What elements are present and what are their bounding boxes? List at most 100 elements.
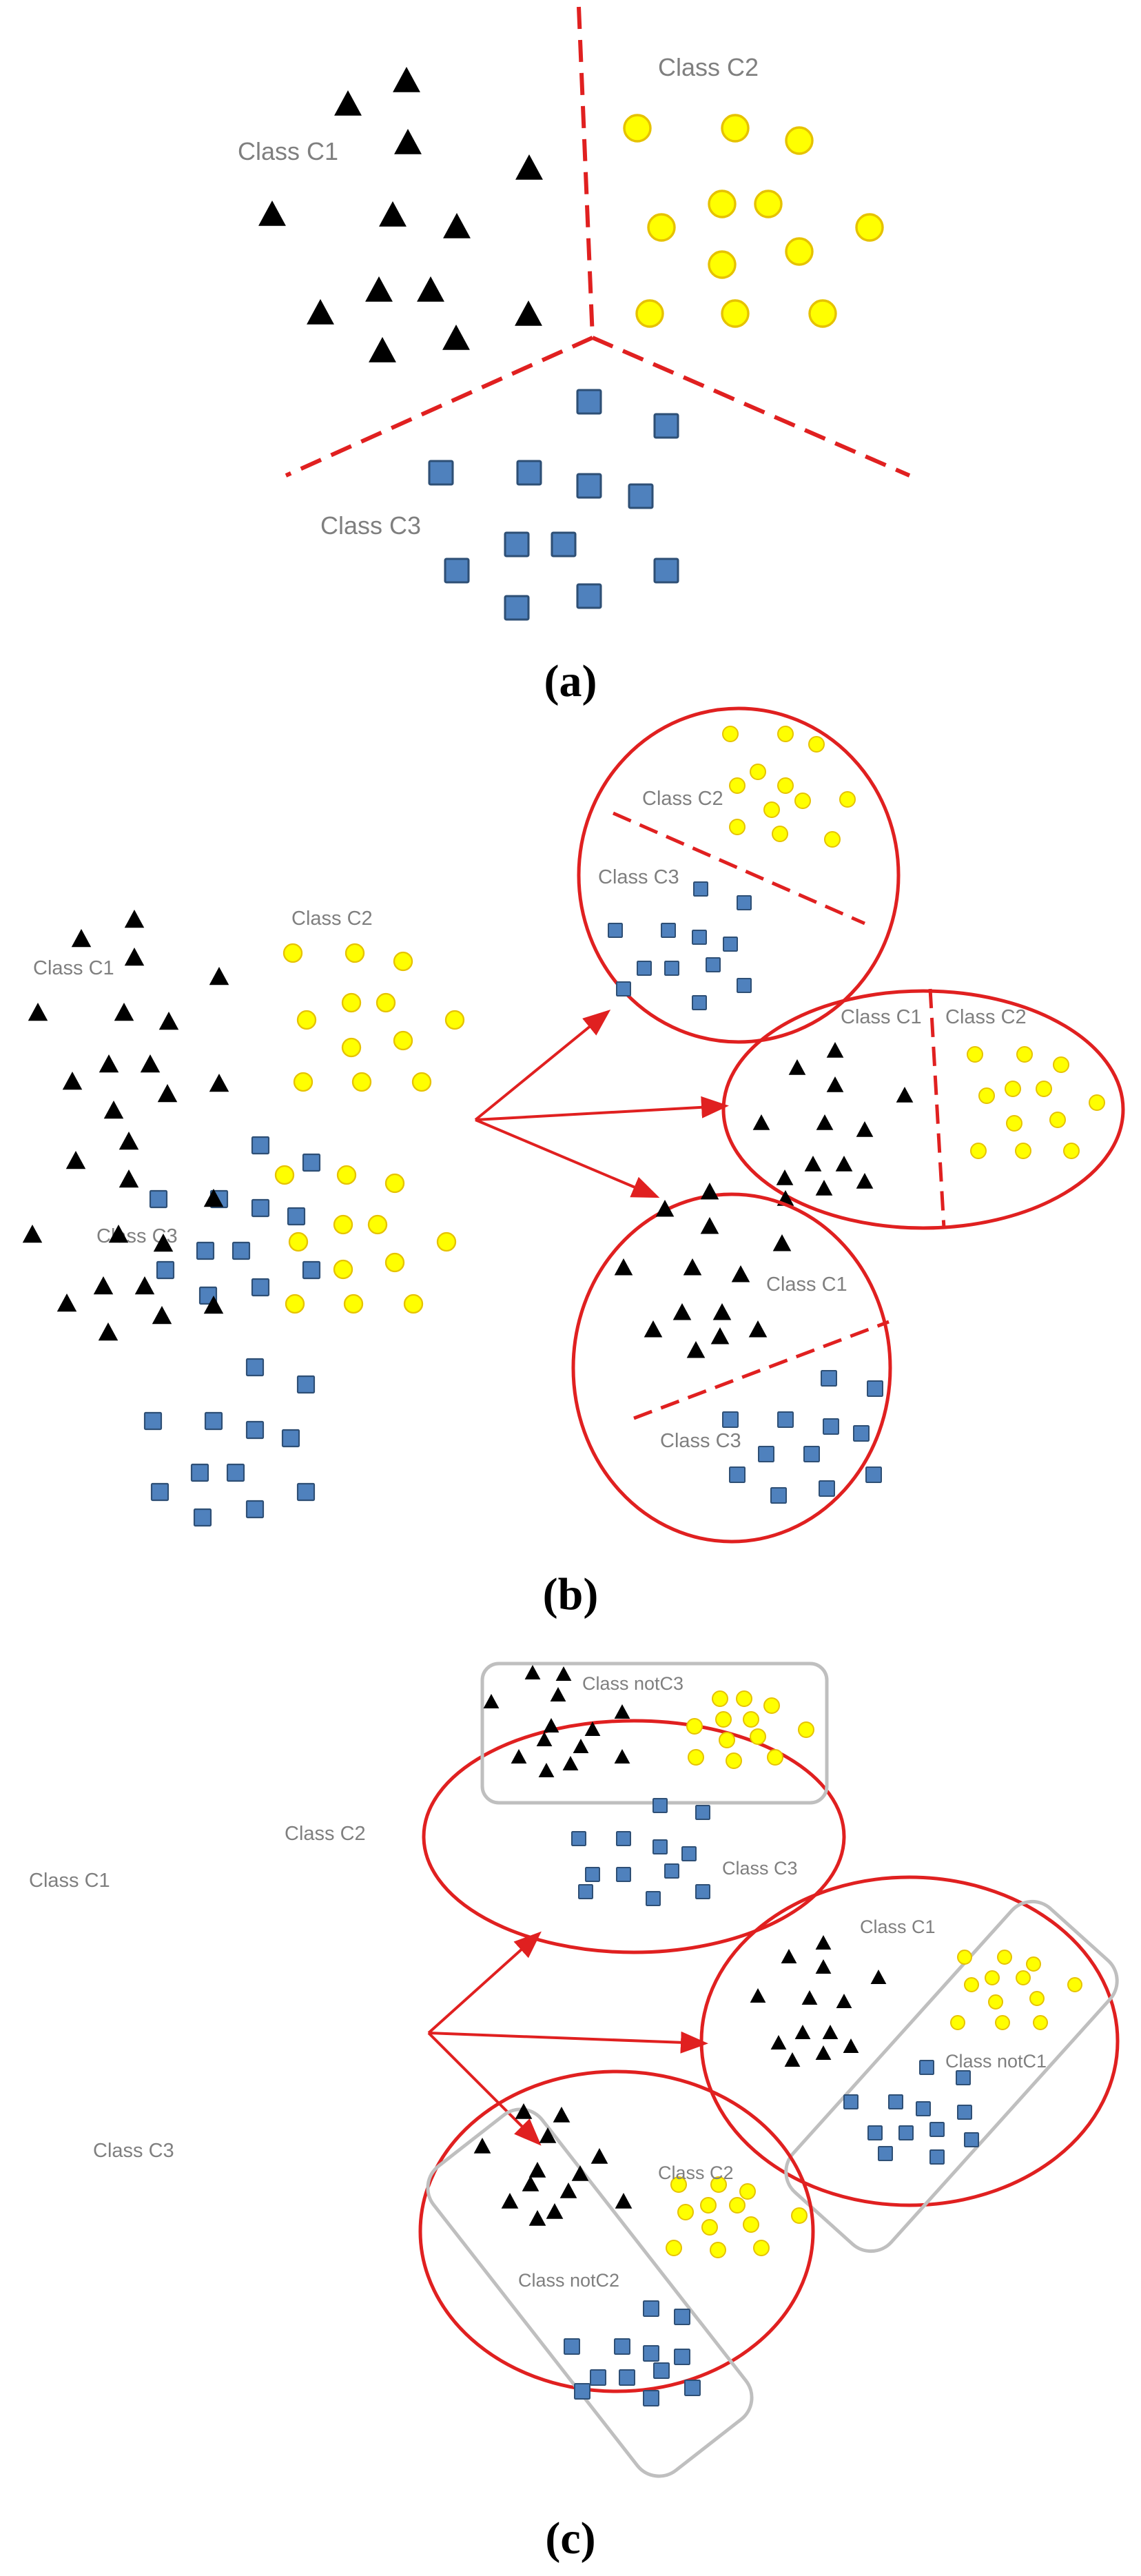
triangle-marker	[856, 1121, 874, 1137]
boundary-lines	[285, 6, 911, 478]
split-arrows	[427, 1931, 708, 2146]
triangle-marker	[140, 1054, 161, 1073]
square-marker	[684, 2380, 701, 2396]
triangle-marker	[614, 1258, 633, 1276]
square-marker	[929, 2122, 945, 2137]
triangle-marker	[573, 1739, 589, 1753]
square-marker	[302, 1260, 321, 1280]
circle-marker	[296, 1010, 317, 1030]
square-marker	[695, 1884, 710, 1899]
triangle-marker	[124, 910, 145, 928]
circle-marker	[710, 2242, 726, 2258]
class-c1-label: Class C1	[238, 137, 338, 165]
square-marker	[504, 595, 530, 621]
subproblem-c1-vs-c3: Class C1 Class C3	[571, 1183, 892, 1544]
square-marker	[674, 2349, 690, 2365]
subproblem-markers	[473, 2103, 808, 2406]
triangle-marker	[369, 337, 396, 362]
square-marker	[428, 460, 454, 486]
circle-marker	[1015, 1143, 1031, 1159]
circle-marker	[436, 1231, 457, 1252]
square-marker	[646, 1891, 661, 1906]
circle-marker	[739, 2183, 756, 2200]
circle-marker	[710, 2176, 727, 2193]
square-marker	[737, 978, 752, 993]
triangle-marker	[700, 1183, 719, 1200]
square-marker	[643, 2345, 659, 2362]
circle-marker	[1033, 2015, 1048, 2030]
circle-marker	[855, 213, 884, 242]
square-marker	[551, 531, 577, 558]
triangle-marker	[417, 276, 444, 302]
triangle-marker	[614, 1749, 630, 1764]
square-marker	[637, 961, 652, 976]
square-marker	[628, 483, 654, 509]
triangle-marker	[442, 325, 470, 350]
triangle-marker	[776, 1169, 794, 1185]
circle-marker	[288, 1231, 309, 1252]
square-marker	[226, 1463, 245, 1482]
circle-marker	[722, 726, 739, 742]
triangle-marker	[655, 1200, 675, 1217]
triangle-marker	[99, 1054, 119, 1073]
circle-marker	[700, 2197, 717, 2214]
circle-marker	[767, 1749, 783, 1766]
square-marker	[193, 1508, 212, 1527]
triangle-marker	[209, 1074, 229, 1092]
square-marker	[898, 2125, 914, 2140]
circle-marker	[754, 190, 783, 218]
circle-marker	[1053, 1056, 1069, 1073]
circle-marker	[635, 299, 664, 328]
triangle-marker	[379, 201, 407, 227]
square-marker	[585, 1867, 600, 1882]
class-c3-label: Class C3	[320, 511, 421, 540]
square-marker	[245, 1420, 265, 1440]
subproblem-c1-vs-c2: Class C1 Class C2	[721, 988, 1125, 1230]
square-marker	[878, 2146, 893, 2161]
caption-c: (c)	[545, 2513, 595, 2564]
square-marker	[149, 1189, 168, 1209]
triangle-marker	[152, 1306, 172, 1325]
triangle-marker	[528, 2162, 546, 2178]
square-marker	[653, 558, 679, 584]
circle-marker	[712, 1690, 728, 1707]
circle-marker	[1016, 1970, 1031, 1985]
square-marker	[590, 2369, 606, 2386]
triangle-marker	[515, 154, 543, 180]
square-marker	[616, 981, 631, 996]
triangle-marker	[870, 1970, 887, 1984]
square-marker	[853, 1425, 870, 1442]
class-c2-label: Class C2	[291, 908, 373, 930]
triangle-marker	[258, 201, 286, 226]
circle-marker	[808, 736, 825, 753]
class-c1-label: Class C1	[766, 1274, 847, 1296]
circle-marker	[715, 1711, 732, 1728]
square-marker	[865, 1466, 882, 1483]
square-marker	[693, 881, 708, 897]
circle-marker	[444, 1010, 465, 1030]
caption-b: (b)	[543, 1569, 599, 1619]
circle-marker	[376, 992, 396, 1013]
square-marker	[287, 1207, 306, 1226]
triangle-marker	[826, 1076, 844, 1092]
triangle-marker	[584, 1721, 601, 1736]
triangle-marker	[815, 1180, 833, 1196]
original-data-points	[22, 1132, 457, 1527]
square-marker	[964, 2132, 979, 2147]
triangle-marker	[835, 1156, 853, 1172]
circle-marker	[997, 1950, 1012, 1965]
triangle-marker	[62, 1072, 83, 1090]
triangle-marker	[752, 1114, 770, 1130]
circle-marker	[785, 237, 814, 266]
triangle-marker	[365, 276, 393, 302]
square-marker	[681, 1846, 697, 1861]
triangle-marker	[896, 1087, 914, 1103]
circle-marker	[623, 114, 652, 143]
circle-marker	[794, 793, 811, 809]
square-marker	[643, 2390, 659, 2406]
subproblem-c2-vs-rest: Class C2 Class notC2	[418, 2069, 815, 2478]
square-marker	[190, 1463, 209, 1482]
square-marker	[156, 1260, 175, 1280]
square-marker	[296, 1482, 316, 1502]
triangle-marker	[856, 1173, 874, 1189]
